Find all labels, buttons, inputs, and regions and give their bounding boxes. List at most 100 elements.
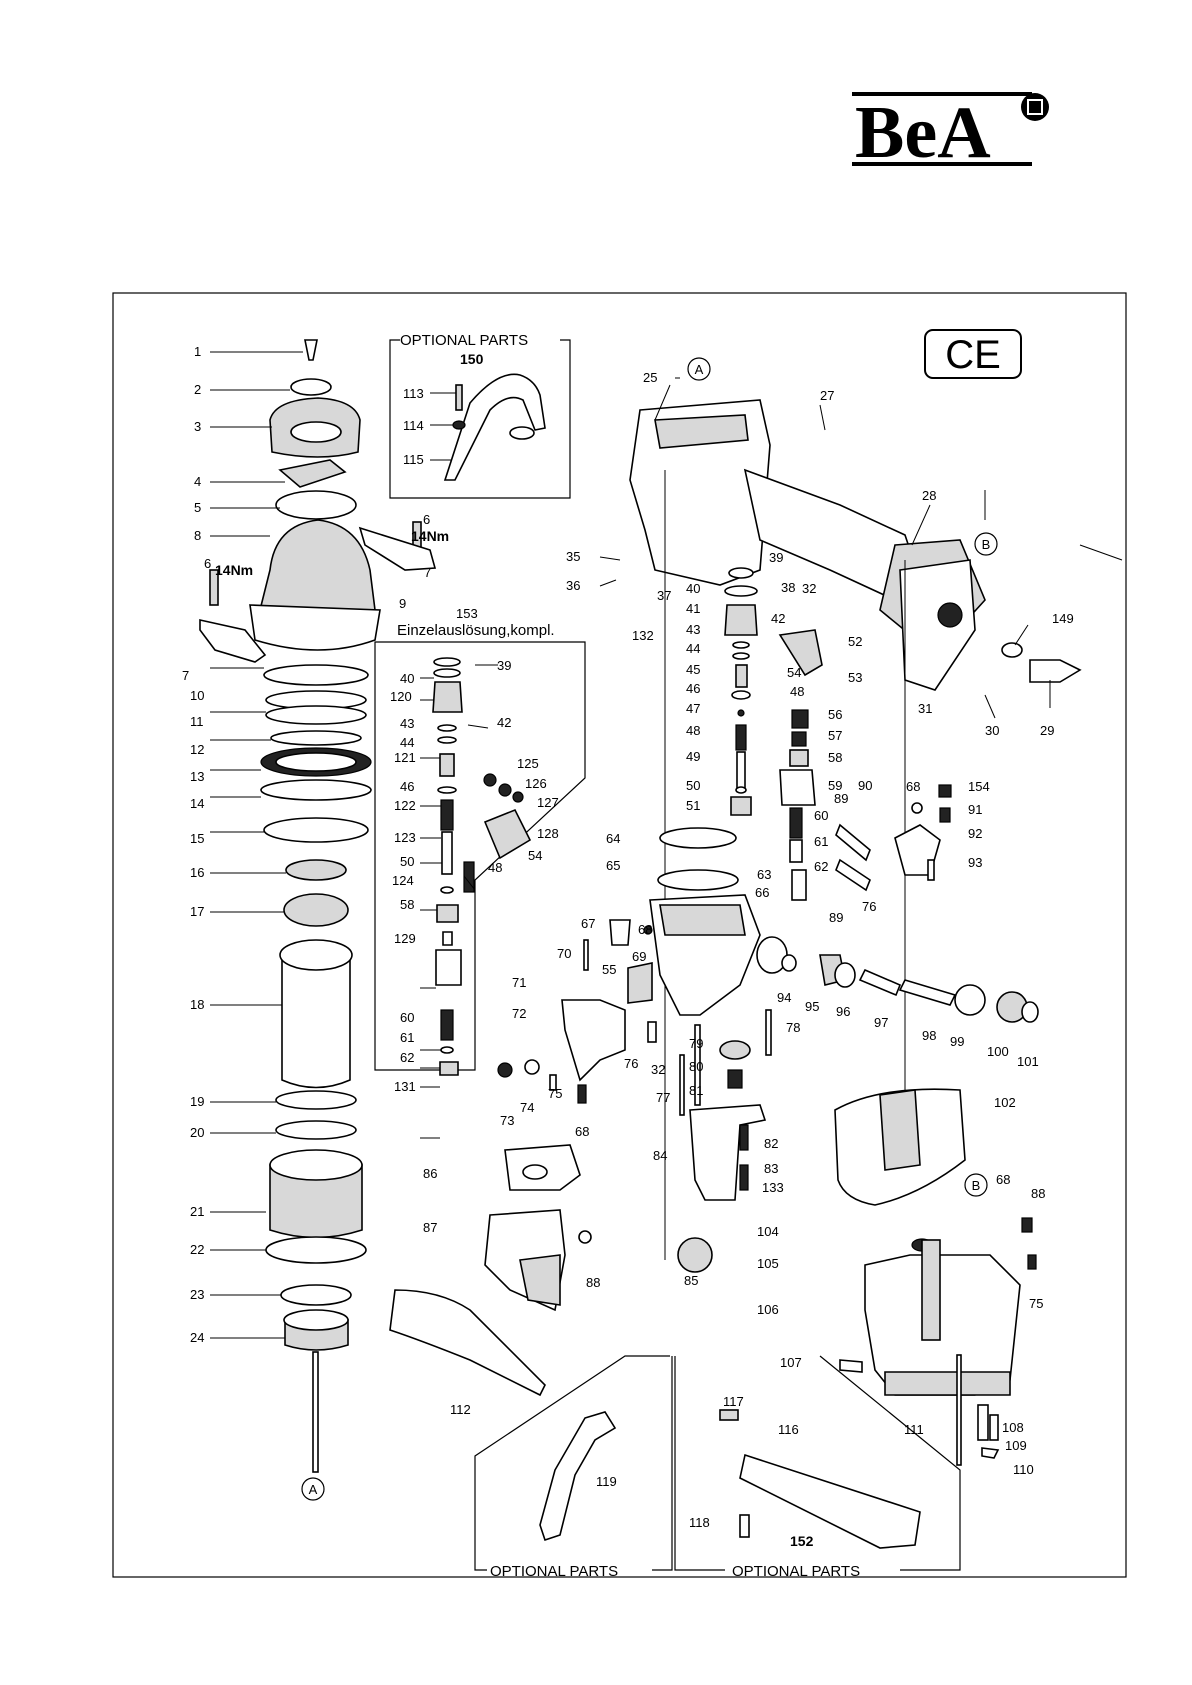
callout-label: 27 (820, 388, 834, 403)
callout-label: 5 (194, 500, 201, 515)
callout-label: 85 (684, 1273, 698, 1288)
callout-label: 76 (862, 899, 876, 914)
callout-label: 102 (994, 1095, 1016, 1110)
callout-label: 92 (968, 826, 982, 841)
callout-label: 108 (1002, 1420, 1024, 1435)
callout-label: 127 (537, 795, 559, 810)
callout-label: 50 (686, 778, 700, 793)
callout-label: 16 (190, 865, 204, 880)
callout-label: 116 (778, 1422, 799, 1437)
callout-label: 29 (1040, 723, 1054, 738)
callout-label: 8 (194, 528, 201, 543)
callout-label: 35 (566, 549, 580, 564)
callout-label: 51 (686, 798, 700, 813)
callout-label: 44 (686, 641, 700, 656)
callout-label: 72 (512, 1006, 526, 1021)
callout-label: 22 (190, 1242, 204, 1257)
callout-label: 43 (400, 716, 414, 731)
callout-label: 62 (814, 859, 828, 874)
callout-label: 1 (194, 344, 201, 359)
callout-label: 104 (757, 1224, 779, 1239)
optional-parts-152: OPTIONAL PARTS 152 (674, 1355, 961, 1580)
callout-label: 94 (777, 990, 791, 1005)
callout-label: 120 (390, 689, 412, 704)
callout-label: 118 (689, 1515, 710, 1530)
callout-label: 89 (834, 791, 848, 806)
callout-label: 129 (394, 931, 416, 946)
callout-label: 11 (190, 714, 204, 729)
callout-label: 24 (190, 1330, 204, 1345)
torque-label: 14Nm (411, 528, 449, 544)
main-housing (629, 399, 1082, 1260)
callout-label: 64 (606, 831, 620, 846)
callout-label: 154 (968, 779, 990, 794)
ref-marker-a-top: A (695, 362, 704, 377)
leader-lines (210, 351, 1123, 1339)
callout-label: 96 (836, 1004, 850, 1019)
callout-label: 126 (525, 776, 547, 791)
callout-label: 23 (190, 1287, 204, 1302)
callout-label: 56 (828, 707, 842, 722)
callout-label: 61 (400, 1030, 414, 1045)
callout-label: 52 (848, 634, 862, 649)
callout-label: 53 (848, 670, 862, 685)
callout-label: 81 (689, 1083, 703, 1098)
callout-label: 70 (557, 946, 571, 961)
callout-label: 42 (771, 611, 785, 626)
bea-logo: BeA (852, 92, 1049, 174)
reference-markers: A A B B (301, 357, 998, 1501)
callout-label: 40 (400, 671, 414, 686)
callout-numbers: 1 2 3 4 5 6 6 7 7 8 9 10 11 12 13 14 15 … (182, 344, 1074, 1530)
kit-number-150: 150 (460, 351, 484, 367)
callout-label: 49 (686, 749, 700, 764)
piston-guide-assembly (781, 954, 1039, 1023)
callout-label: 57 (828, 728, 842, 743)
callout-label: 122 (394, 798, 416, 813)
callout-label: 48 (686, 723, 700, 738)
nose-guard-assembly (389, 1144, 592, 1397)
callout-label: 10 (190, 688, 204, 703)
callout-label: 69 (632, 949, 646, 964)
callout-label: 115 (403, 452, 424, 467)
kit-number-152: 152 (790, 1533, 814, 1549)
callout-label: 3 (194, 419, 201, 434)
callout-label: 114 (403, 418, 424, 433)
callout-label: 68 (575, 1124, 589, 1139)
torque-label: 14Nm (215, 562, 253, 578)
callout-label: 18 (190, 997, 204, 1012)
callout-label: 105 (757, 1256, 779, 1271)
callout-label: 42 (497, 715, 511, 730)
kit-153-box: 153 Einzelauslösung,kompl. (374, 606, 586, 1076)
callout-label: 83 (764, 1161, 778, 1176)
callout-label: 48 (488, 860, 502, 875)
callout-label: 37 (657, 588, 671, 603)
callout-label: 74 (520, 1100, 534, 1115)
callout-label: 87 (423, 1220, 437, 1235)
callout-label: 43 (686, 622, 700, 637)
callout-label: 111 (904, 1422, 924, 1437)
callout-label: 117 (723, 1394, 744, 1409)
callout-label: 84 (653, 1148, 667, 1163)
diagram-frame (112, 292, 1127, 1578)
cap-and-cylinder-stack (199, 339, 437, 1473)
callout-label: 95 (805, 999, 819, 1014)
callout-label: 4 (194, 474, 201, 489)
optional-parts-label-3: OPTIONAL PARTS (732, 1563, 860, 1580)
callout-label: 54 (528, 848, 542, 863)
callout-label: 39 (769, 550, 783, 565)
callout-label: 133 (762, 1180, 784, 1195)
callout-label: 25 (643, 370, 657, 385)
callout-label: 124 (392, 873, 414, 888)
ref-marker-b-main: B (982, 537, 991, 552)
callout-label: 40 (686, 581, 700, 596)
callout-label: 90 (858, 778, 872, 793)
callout-label: 67 (581, 916, 595, 931)
callout-label: 13 (190, 769, 204, 784)
kit-number-153: 153 (456, 606, 478, 621)
callout-label: 101 (1017, 1054, 1039, 1069)
callout-label: 149 (1052, 611, 1074, 626)
callout-label: 60 (400, 1010, 414, 1025)
callout-label: 59 (828, 778, 842, 793)
callout-label: 132 (632, 628, 654, 643)
valve-stack (724, 567, 871, 901)
